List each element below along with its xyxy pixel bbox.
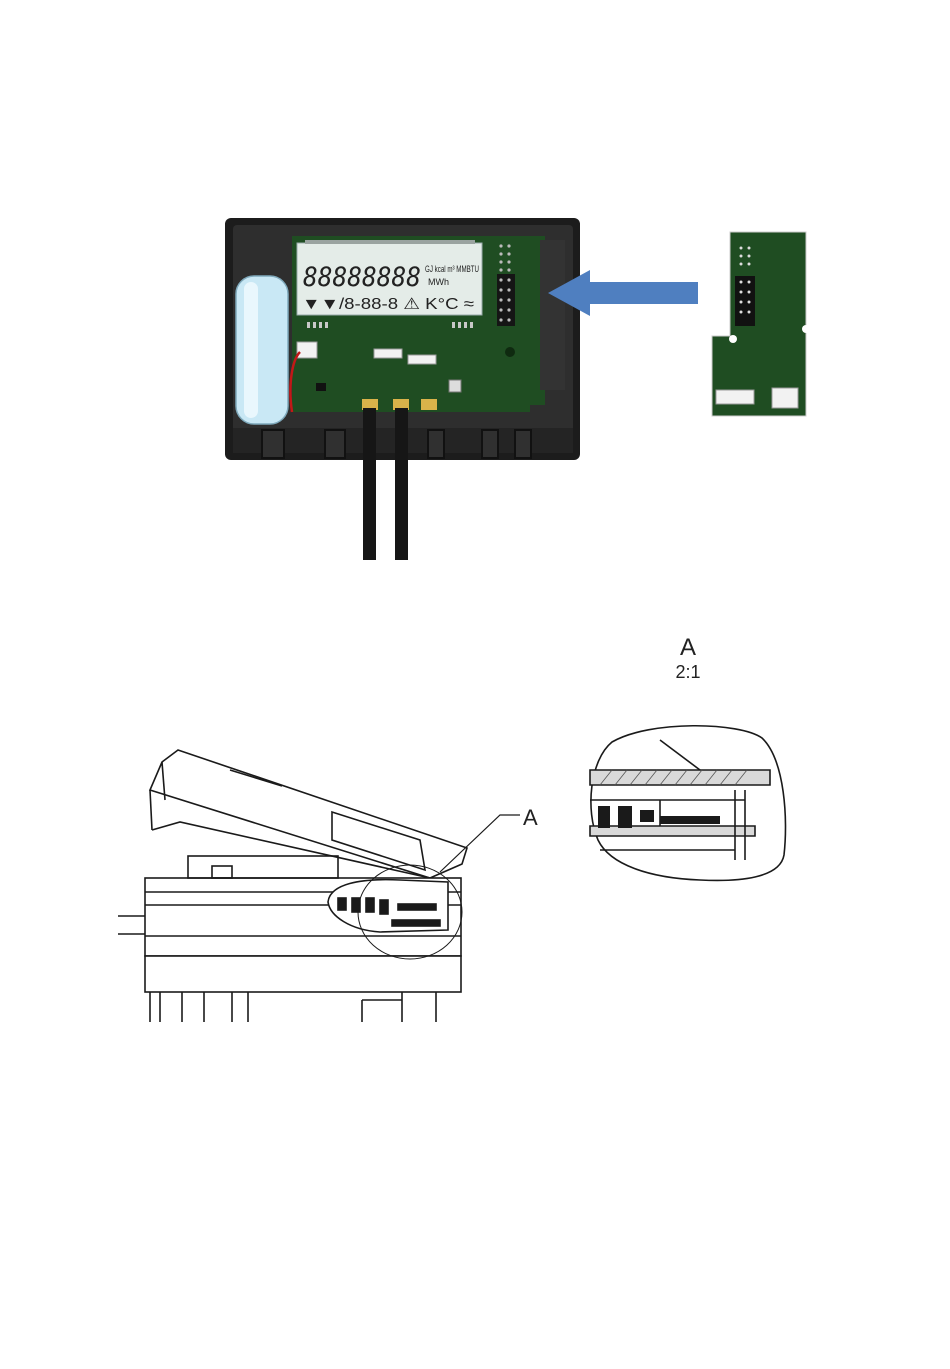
inner-frame xyxy=(188,856,338,878)
pcb-connector-2 xyxy=(408,355,436,364)
section-drawing xyxy=(118,750,467,1022)
sensor-cable-1 xyxy=(363,408,376,560)
housing-side-slot xyxy=(540,240,565,390)
callout-label: A xyxy=(523,805,538,830)
pcb-connector-1 xyxy=(374,349,402,358)
lcd-symbol-row: ▼▼/8-88-8 ⚠ K°C ≈ xyxy=(302,296,474,313)
lcd-digits: 88888888 xyxy=(303,262,421,293)
module-header xyxy=(735,276,755,326)
module-connector-1 xyxy=(716,390,754,404)
lcd-units-mid: MWh xyxy=(428,277,449,287)
sensor-cable-2 xyxy=(395,408,408,560)
lcd-units-top: GJ kcal m³ MMBTU xyxy=(425,264,479,274)
battery xyxy=(236,276,288,424)
module-connector-2 xyxy=(772,388,798,408)
module-board xyxy=(712,232,810,416)
battery-highlight xyxy=(244,282,258,418)
detail-view-a xyxy=(590,726,785,881)
detail-line-6 xyxy=(660,740,700,770)
detail-view-title: A xyxy=(680,634,696,661)
detail-view-scale: 2:1 xyxy=(675,662,700,682)
pcb-chip xyxy=(316,383,326,391)
lid-edge xyxy=(150,790,152,830)
base-legs xyxy=(150,992,436,1022)
push-button xyxy=(449,380,461,392)
module-notch xyxy=(729,335,737,343)
meter-housing-photo: 88888888 GJ kcal m³ MMBTU MWh ▼▼/8-88-8 … xyxy=(225,218,580,560)
battery-connector xyxy=(297,342,317,358)
detail-teeth xyxy=(598,806,720,828)
pcb-component xyxy=(505,347,515,357)
detail-boundary xyxy=(591,726,786,881)
base-lower xyxy=(145,956,461,992)
detail-layer-bottom xyxy=(590,826,755,836)
tilted-lid xyxy=(150,750,467,878)
module-notch-2 xyxy=(802,325,810,333)
inner-tab xyxy=(212,866,232,878)
lcd-pins-top xyxy=(305,240,475,244)
